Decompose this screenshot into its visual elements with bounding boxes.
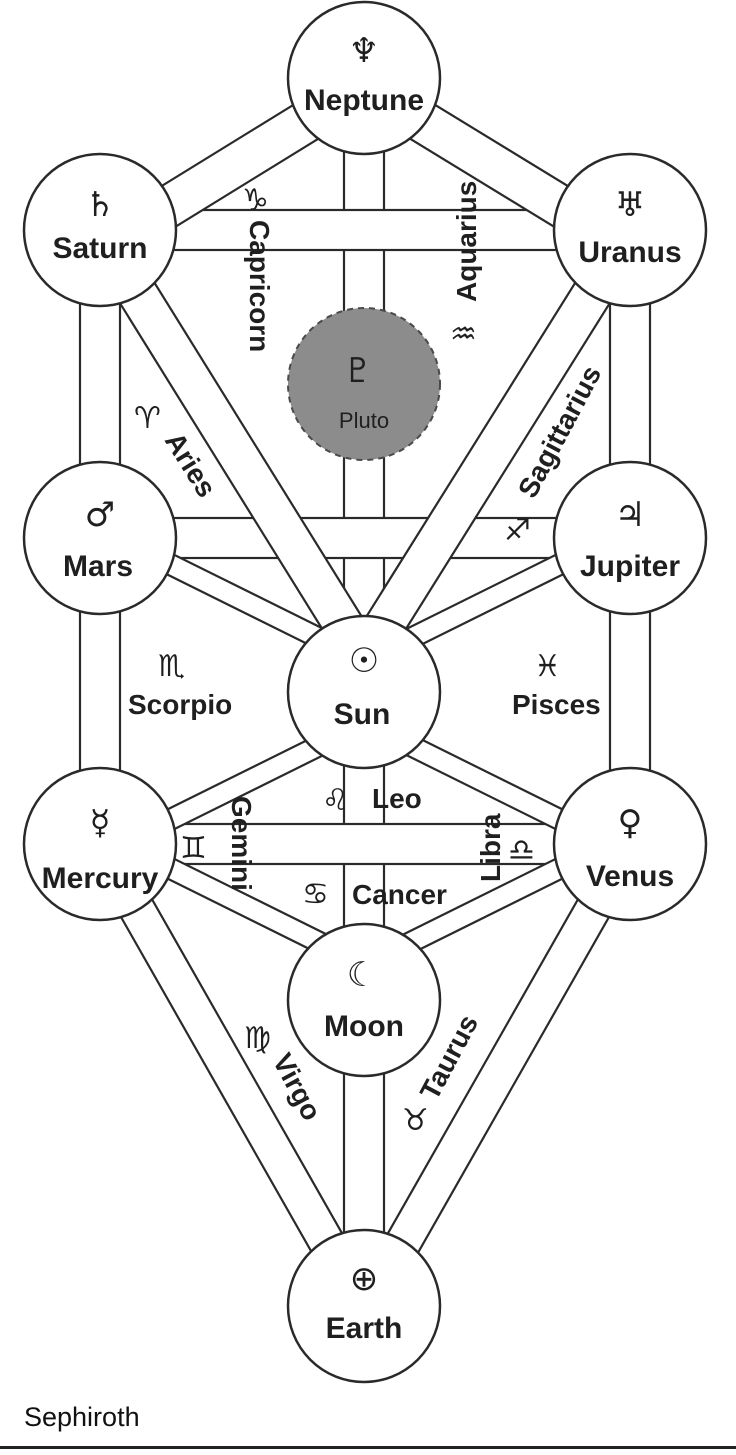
pisces-icon: ♓: [534, 649, 561, 684]
earth-circle: [286, 1228, 442, 1384]
node-earth: ⊕ Earth: [286, 1228, 442, 1384]
neptune-icon: ♆: [349, 31, 379, 71]
cancer-label: Cancer: [352, 879, 447, 910]
bottom-divider: [0, 1446, 736, 1449]
sun-icon: ☉: [349, 641, 379, 681]
leo-icon: ♌: [322, 783, 349, 818]
mercury-icon: ☿: [90, 803, 111, 843]
uranus-circle: [552, 152, 708, 308]
pisces-label: Pisces: [512, 689, 601, 720]
moon-icon: ☾: [347, 955, 377, 995]
earth-icon: ⊕: [350, 1259, 379, 1299]
venus-circle: [552, 766, 708, 922]
jupiter-circle: [552, 460, 708, 616]
node-uranus: ♅ Uranus: [552, 152, 708, 308]
sun-label: Sun: [334, 698, 391, 731]
earth-label: Earth: [326, 1312, 403, 1345]
jupiter-icon: ♃: [615, 495, 645, 535]
mars-label: Mars: [63, 550, 133, 583]
node-mercury: ☿ Mercury: [22, 766, 178, 922]
sagittarius-icon: ♐: [504, 513, 531, 548]
venus-icon: ♀: [618, 803, 643, 843]
pluto-circle: [287, 307, 441, 461]
node-pluto: ♇ Pluto: [287, 307, 441, 461]
node-neptune: ♆ Neptune: [286, 0, 442, 156]
scorpio-icon: ♏: [158, 649, 185, 684]
gemini-label: Gemini: [226, 796, 257, 891]
leo-label: Leo: [372, 783, 422, 814]
jupiter-label: Jupiter: [580, 550, 680, 583]
moon-circle: [286, 922, 442, 1078]
mercury-label: Mercury: [42, 862, 159, 895]
virgo-icon: ♍: [244, 1021, 271, 1056]
moon-label: Moon: [324, 1010, 404, 1043]
sun-circle: [286, 614, 442, 770]
uranus-label: Uranus: [578, 236, 681, 269]
mars-circle: [22, 460, 178, 616]
neptune-circle: [286, 0, 442, 156]
neptune-label: Neptune: [304, 84, 424, 117]
taurus-icon: ♉: [402, 1103, 429, 1138]
pluto-icon: ♇: [343, 351, 373, 391]
aquarius-label: Aquarius: [451, 181, 482, 302]
gemini-icon: ♊: [180, 831, 207, 866]
scorpio-label: Scorpio: [128, 689, 232, 720]
capricorn-label: Capricorn: [244, 220, 275, 352]
path-mars-jupiter: [98, 516, 632, 560]
saturn-icon: ♄: [85, 185, 115, 225]
libra-icon: ♎: [508, 833, 535, 868]
node-moon: ☾ Moon: [286, 922, 442, 1078]
node-mars: ♂ Mars: [22, 460, 178, 616]
pluto-label: Pluto: [339, 408, 389, 433]
caption: Sephiroth: [24, 1402, 140, 1432]
node-saturn: ♄ Saturn: [22, 152, 178, 308]
aquarius-icon: ♒: [450, 317, 477, 352]
mars-icon: ♂: [85, 495, 115, 535]
mercury-circle: [22, 766, 178, 922]
venus-label: Venus: [586, 860, 674, 893]
node-venus: ♀ Venus: [552, 766, 708, 922]
node-sun: ☉ Sun: [286, 614, 442, 770]
node-jupiter: ♃ Jupiter: [552, 460, 708, 616]
uranus-icon: ♅: [615, 185, 645, 225]
cancer-icon: ♋: [302, 877, 329, 912]
saturn-label: Saturn: [52, 232, 147, 265]
capricorn-icon: ♑: [242, 183, 269, 218]
libra-label: Libra: [475, 813, 506, 882]
saturn-circle: [22, 152, 178, 308]
aries-icon: ♈: [134, 401, 161, 436]
